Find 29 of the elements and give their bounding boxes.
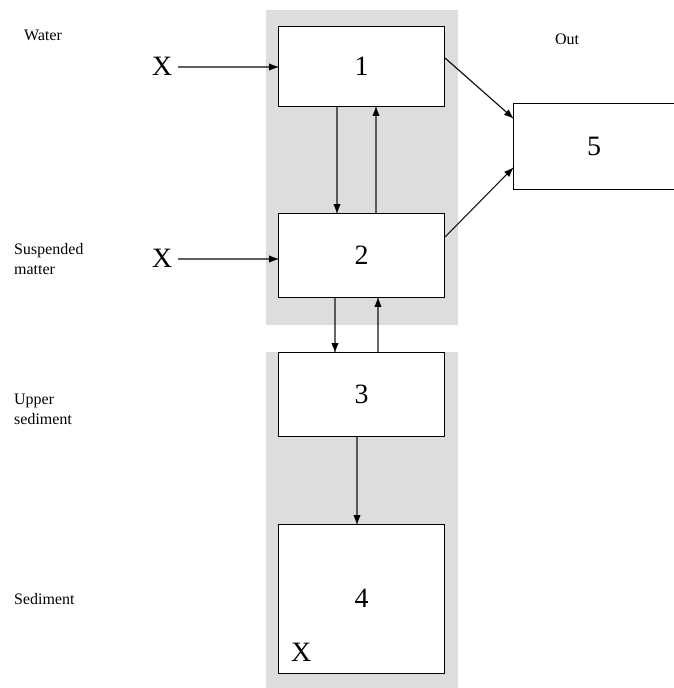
arrow [444, 168, 514, 238]
compartment-label: Water [24, 26, 63, 46]
arrow [178, 255, 278, 263]
compartment-band [266, 10, 458, 325]
arrow [372, 107, 380, 213]
compartment-number: 4 [354, 585, 368, 613]
compartment-label: Out [555, 30, 580, 50]
compartment-number: 5 [587, 132, 601, 160]
x-mark: X [152, 53, 172, 81]
compartment-number: 2 [354, 242, 368, 270]
arrow [444, 58, 514, 118]
compartment-band [266, 352, 458, 688]
arrow [333, 107, 341, 213]
process-box [278, 524, 445, 674]
process-box [278, 26, 445, 107]
arrow [374, 298, 382, 352]
compartment-label: Suspended matter [14, 240, 84, 280]
open-box [513, 103, 674, 190]
arrow [178, 63, 278, 71]
compartment-label: Upper sediment [14, 390, 73, 430]
compartment-number: 1 [354, 52, 368, 80]
process-box [278, 213, 445, 298]
arrow [353, 437, 361, 524]
arrow [331, 298, 339, 352]
compartment-label: Sediment [14, 590, 76, 610]
x-mark: X [291, 639, 312, 667]
x-mark: X [152, 245, 172, 273]
process-box [278, 352, 445, 437]
compartment-number: 3 [354, 380, 368, 408]
